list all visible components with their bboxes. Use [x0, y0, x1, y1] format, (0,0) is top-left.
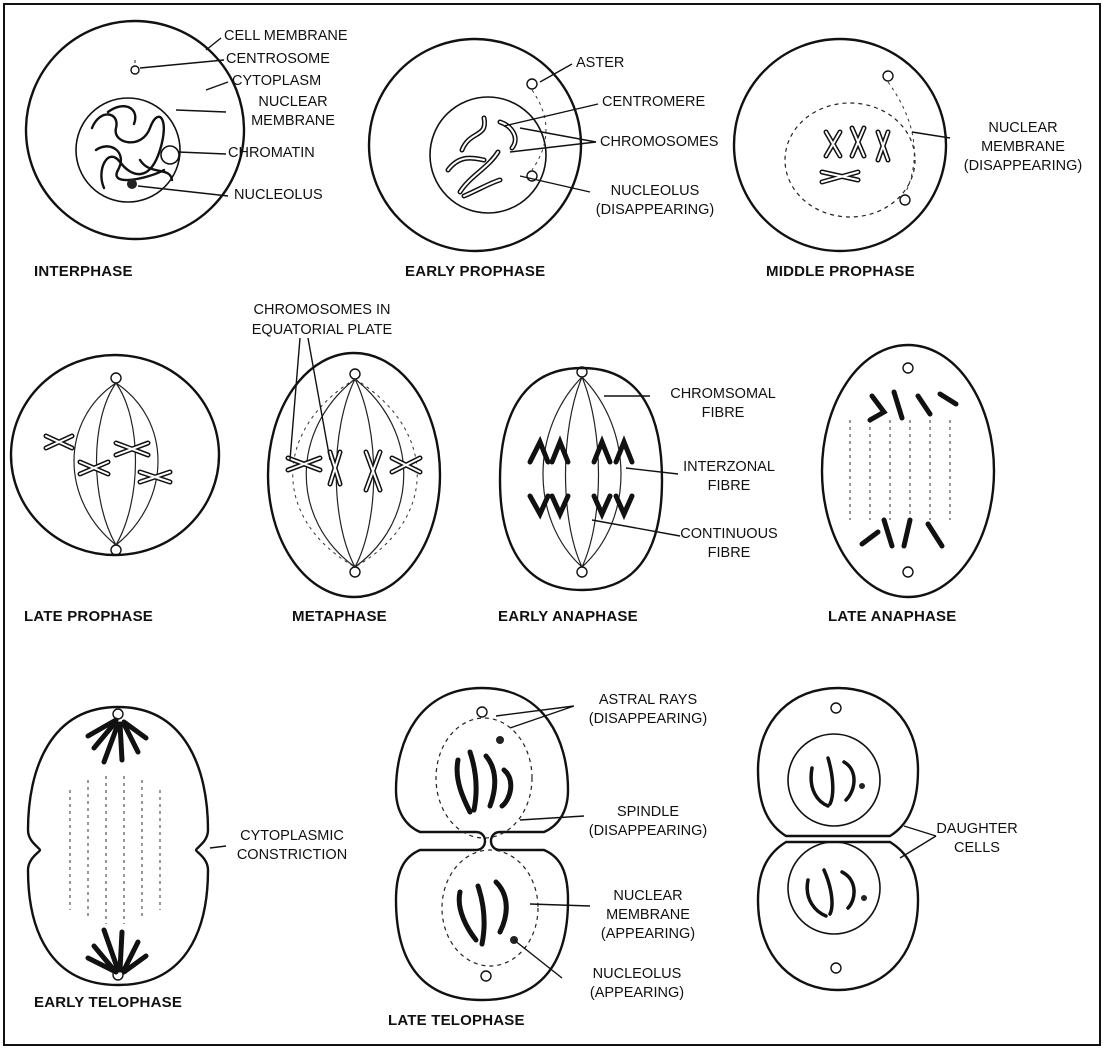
label-nuclear-membrane-2: MEMBRANE	[228, 113, 358, 130]
label-nuclear-membrane-3: NUCLEAR	[948, 120, 1098, 137]
daughter-cells	[758, 688, 918, 990]
title-late-telophase: LATE TELOPHASE	[388, 1012, 525, 1029]
early-anaphase-cell	[500, 367, 662, 590]
label-nuclear-3: NUCLEAR	[568, 888, 728, 905]
label-astral-rays: ASTRAL RAYS	[568, 692, 728, 709]
label-chromosomes-in: CHROMOSOMES IN	[222, 302, 422, 319]
label-aster: ASTER	[576, 55, 624, 72]
label-membrane-3: MEMBRANE	[568, 907, 728, 924]
label-cell-membrane: CELL MEMBRANE	[224, 28, 348, 45]
label-centrosome: CENTROSOME	[226, 51, 330, 68]
label-centromere: CENTROMERE	[602, 94, 705, 111]
label-continuous: CONTINUOUS	[654, 526, 804, 543]
title-late-anaphase: LATE ANAPHASE	[828, 608, 956, 625]
label-spindle: SPINDLE	[568, 804, 728, 821]
label-disappearing-3: (DISAPPEARING)	[568, 711, 728, 728]
label-appearing-2: (APPEARING)	[562, 985, 712, 1002]
label-constriction: CONSTRICTION	[212, 847, 372, 864]
label-disappearing-2: (DISAPPEARING)	[948, 158, 1098, 175]
label-appearing-1: (APPEARING)	[568, 926, 728, 943]
label-nucleolus-2: NUCLEOLUS	[580, 183, 730, 200]
label-cytoplasm: CYTOPLASM	[232, 73, 321, 90]
label-interzonal: INTERZONAL	[654, 459, 804, 476]
label-chromosomes: CHROMOSOMES	[600, 134, 718, 151]
title-middle-prophase: MIDDLE PROPHASE	[766, 263, 915, 280]
label-fibre-1: FIBRE	[648, 405, 798, 422]
label-chromsomal: CHROMSOMAL	[648, 386, 798, 403]
interphase-cell	[26, 21, 244, 239]
late-anaphase-cell	[822, 345, 994, 597]
early-telophase-cell	[28, 707, 208, 985]
title-metaphase: METAPHASE	[292, 608, 387, 625]
early-prophase-cell	[369, 39, 581, 251]
label-disappearing-1: (DISAPPEARING)	[580, 202, 730, 219]
label-equatorial-plate: EQUATORIAL PLATE	[222, 322, 422, 339]
label-nucleolus-3: NUCLEOLUS	[562, 966, 712, 983]
label-fibre-2: FIBRE	[654, 478, 804, 495]
late-prophase-cell	[11, 355, 219, 555]
label-cells: CELLS	[912, 840, 1042, 857]
late-telophase-cell	[396, 688, 568, 1000]
label-nuclear-membrane-4: MEMBRANE	[948, 139, 1098, 156]
label-fibre-3: FIBRE	[654, 545, 804, 562]
title-early-telophase: EARLY TELOPHASE	[34, 994, 182, 1011]
title-interphase: INTERPHASE	[34, 263, 133, 280]
title-early-prophase: EARLY PROPHASE	[405, 263, 545, 280]
label-nuclear-membrane-1: NUCLEAR	[228, 94, 358, 111]
label-disappearing-4: (DISAPPEARING)	[568, 823, 728, 840]
label-chromatin: CHROMATIN	[228, 145, 315, 162]
title-late-prophase: LATE PROPHASE	[24, 608, 153, 625]
label-daughter: DAUGHTER	[912, 821, 1042, 838]
title-early-anaphase: EARLY ANAPHASE	[498, 608, 638, 625]
middle-prophase-cell	[734, 39, 946, 251]
metaphase-cell	[268, 353, 440, 597]
label-cytoplasmic: CYTOPLASMIC	[212, 828, 372, 845]
label-nucleolus: NUCLEOLUS	[234, 187, 323, 204]
centrosome-mark	[131, 60, 139, 74]
